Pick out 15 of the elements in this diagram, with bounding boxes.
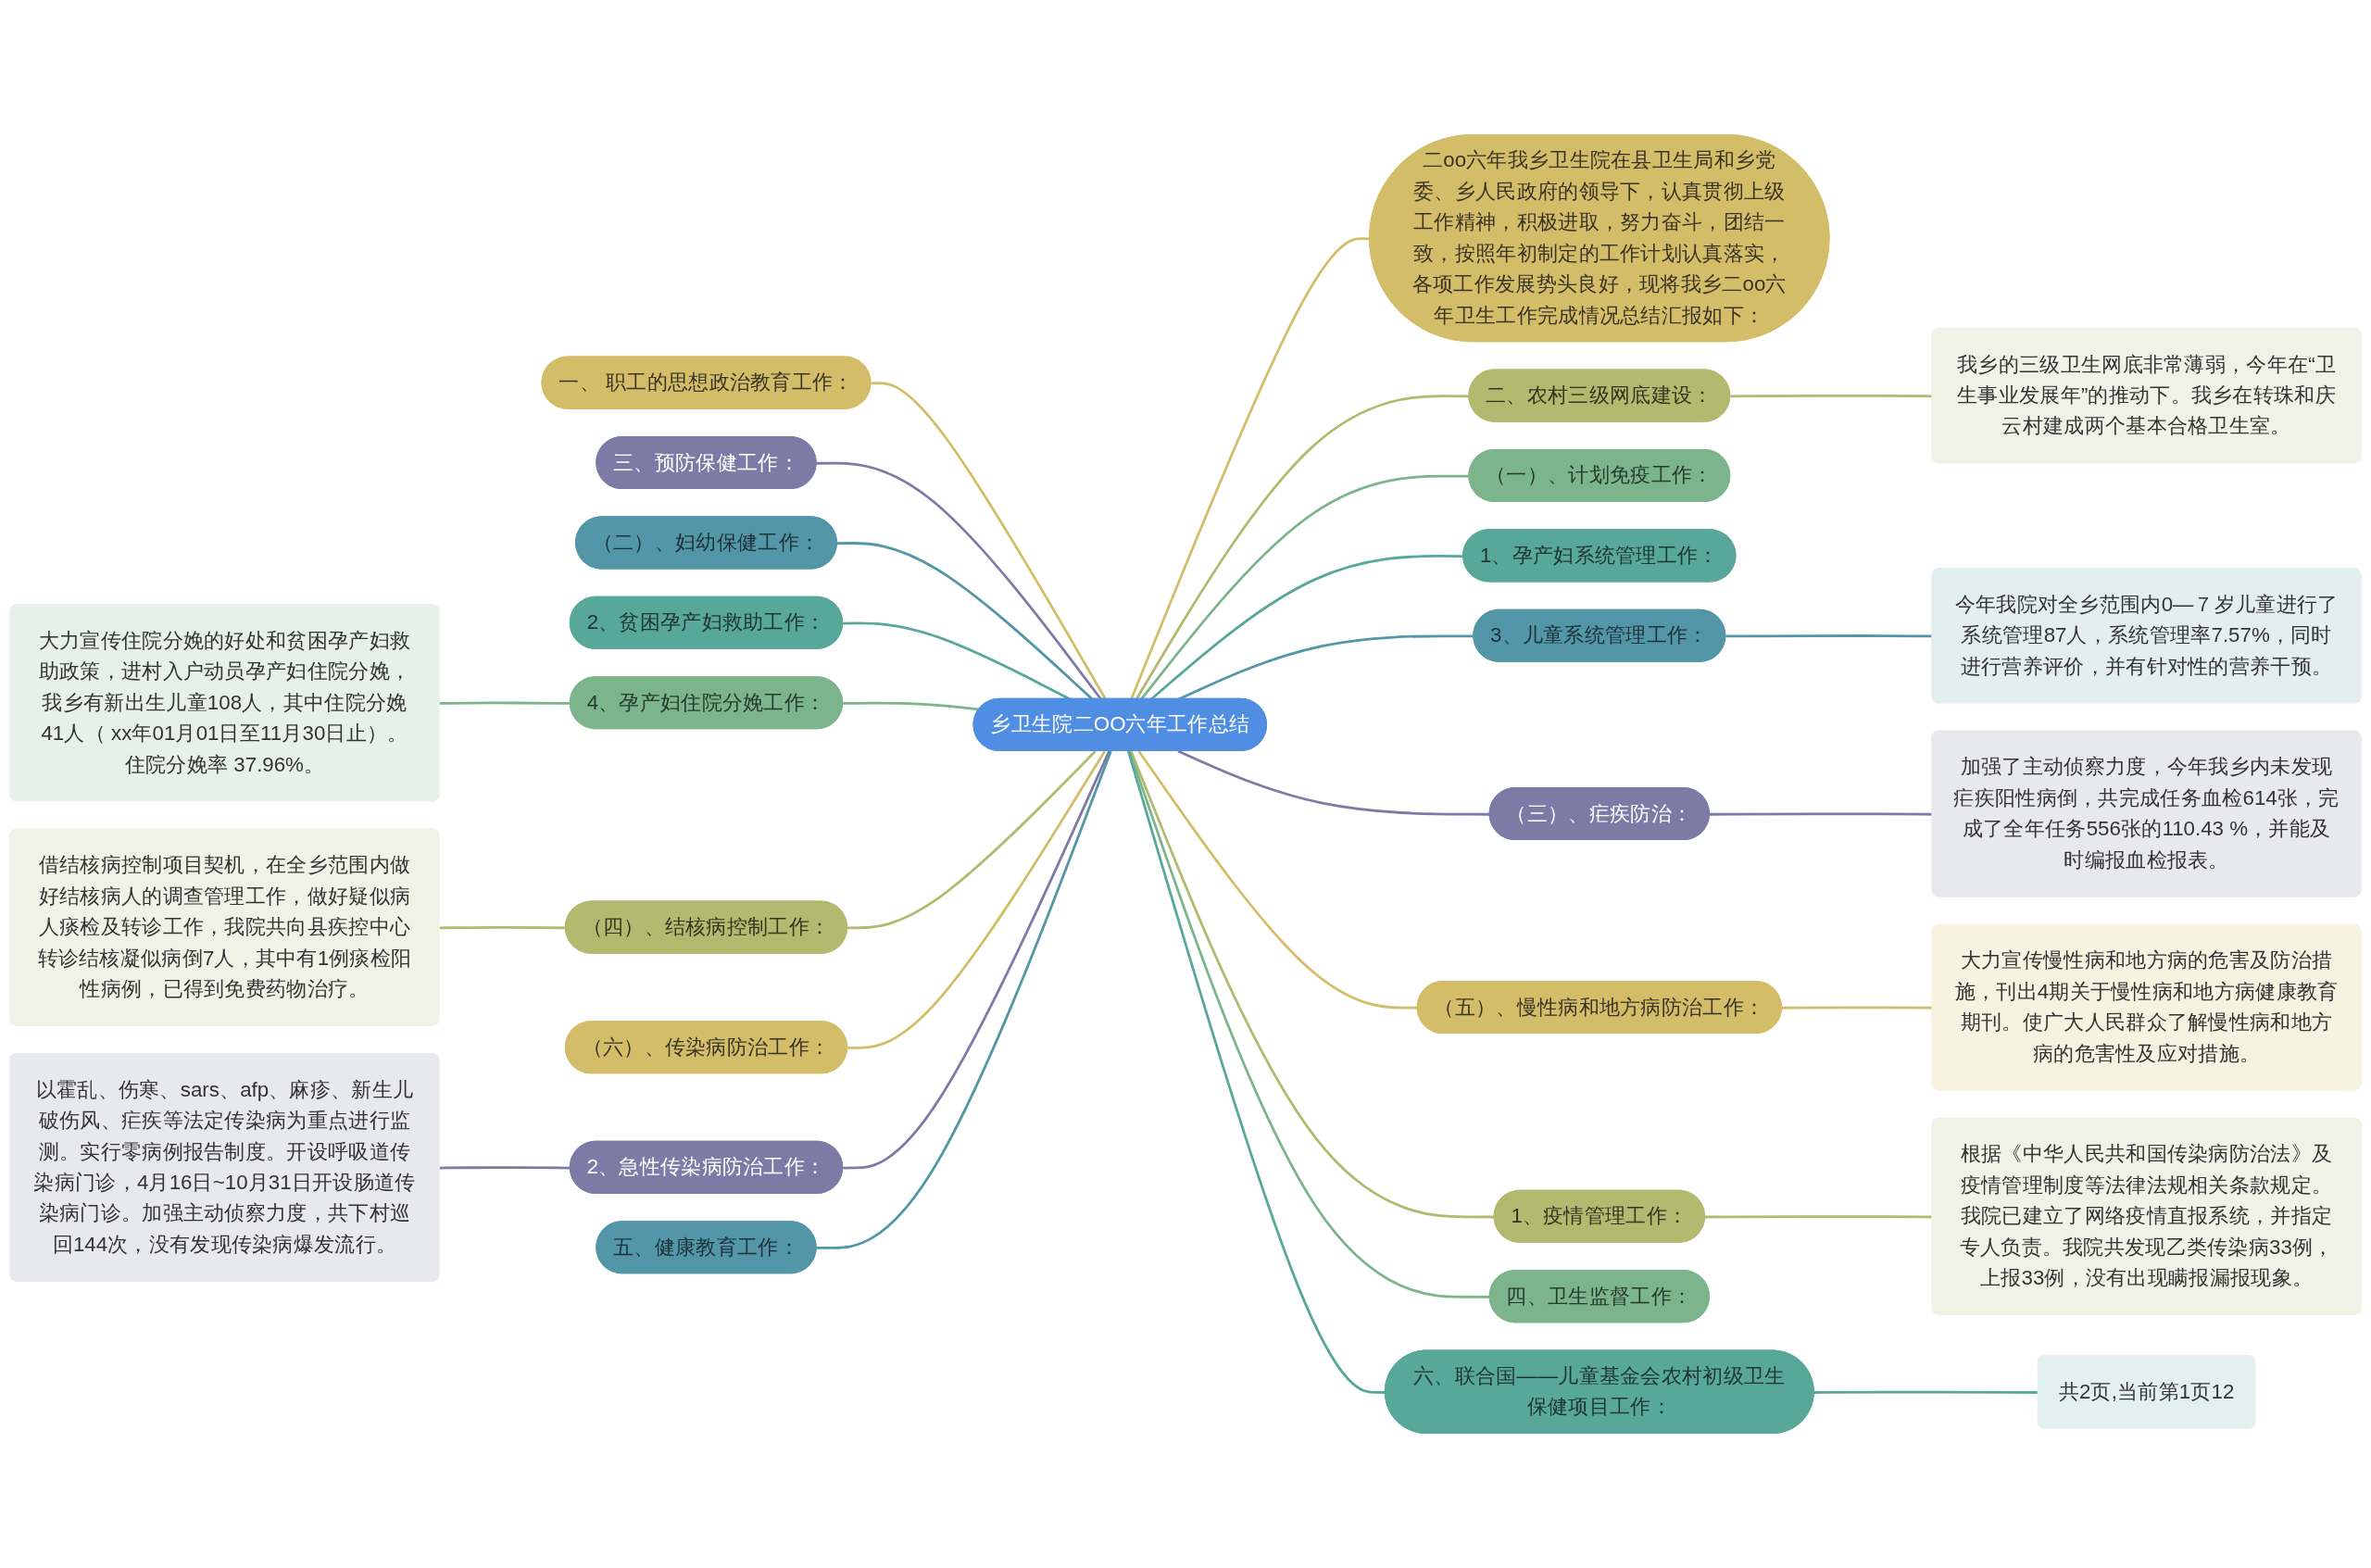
connector: [1730, 394, 1933, 398]
connector: [1135, 395, 1470, 700]
connector: [439, 926, 567, 930]
connector: [871, 382, 1108, 700]
connector: [843, 701, 980, 711]
connector: [1709, 812, 1933, 816]
connector: [847, 750, 1107, 1049]
connector: [1704, 1215, 1933, 1219]
connector: [816, 750, 1112, 1249]
connector: [847, 750, 1097, 930]
connector: [1725, 634, 1933, 638]
connector: [1130, 237, 1371, 700]
connector: [843, 750, 1110, 1170]
connector: [1129, 750, 1495, 1219]
connector: [1781, 1006, 1933, 1010]
